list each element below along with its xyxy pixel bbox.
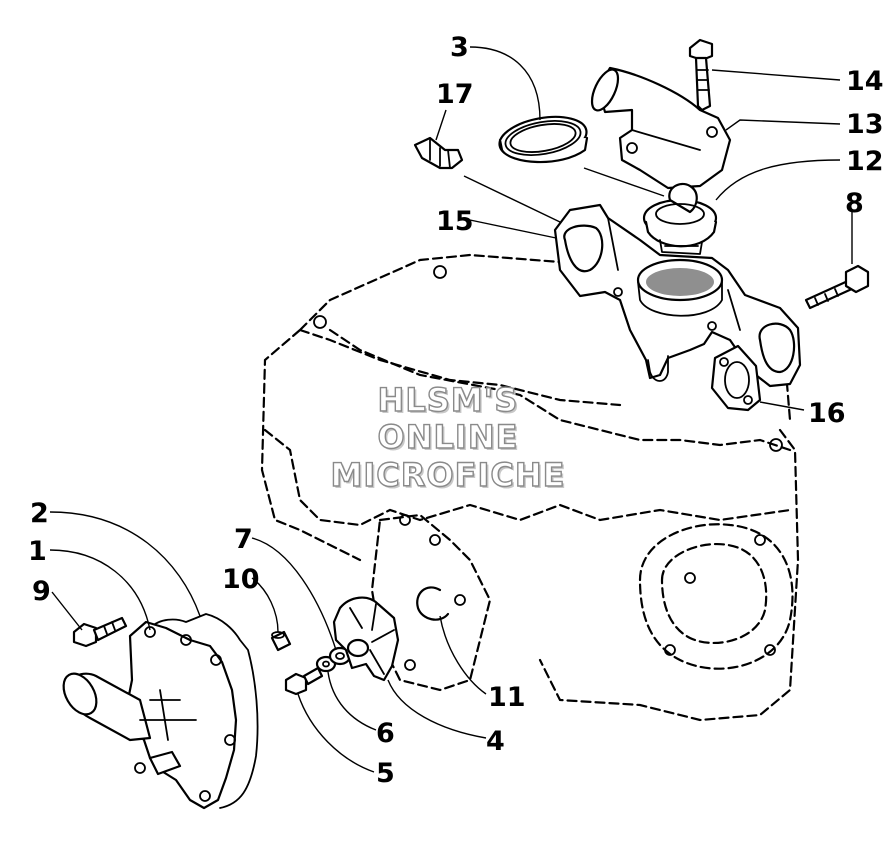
callout-7: 7 xyxy=(234,524,253,555)
part-4-impeller xyxy=(332,596,400,682)
watermark: HLSM'S HLSM'S ONLINE ONLINE MICROFICHE M… xyxy=(330,380,568,496)
watermark-line-2-shadow: ONLINE xyxy=(380,420,521,458)
watermark-line-3: MICROFICHE xyxy=(331,456,566,494)
part-13-housing-elbow xyxy=(590,66,732,190)
part-2-gasket xyxy=(149,613,259,809)
callout-6: 6 xyxy=(376,718,395,749)
callout-4: 4 xyxy=(486,726,505,757)
part-1-pump-cover xyxy=(62,620,238,810)
callout-5: 5 xyxy=(376,758,395,789)
callout-10: 10 xyxy=(222,564,260,595)
part-10-dowel xyxy=(270,630,292,652)
callout-17: 17 xyxy=(436,79,474,110)
leader-10 xyxy=(251,577,279,633)
leader-11 xyxy=(439,615,487,695)
callout-9: 9 xyxy=(32,576,51,607)
callout-16: 16 xyxy=(808,398,846,429)
leader-1 xyxy=(49,549,151,631)
leader-5 xyxy=(297,693,375,773)
watermark-line-3-shadow: MICROFICHE xyxy=(333,458,568,496)
part-17-plug xyxy=(413,136,464,170)
callout-3: 3 xyxy=(450,32,469,63)
leader-14 xyxy=(711,69,841,81)
leader-17-to-15 xyxy=(463,175,561,223)
leader-16 xyxy=(759,401,805,411)
leader-17 xyxy=(435,109,447,141)
leader-12 xyxy=(715,159,841,201)
part-16-gasket xyxy=(710,344,762,412)
leader-9 xyxy=(51,591,83,631)
callout-8: 8 xyxy=(845,188,864,219)
part-3-seal xyxy=(498,115,589,164)
watermark-line-1: HLSM'S xyxy=(378,381,519,419)
leader-7 xyxy=(251,537,337,651)
leader-3-to-12 xyxy=(583,167,665,197)
part-14-bolt xyxy=(688,38,714,112)
callout-12: 12 xyxy=(846,146,884,177)
callout-11: 11 xyxy=(488,682,526,713)
part-12-thermostat xyxy=(642,182,718,255)
callout-15: 15 xyxy=(436,206,474,237)
leader-13 xyxy=(725,119,841,131)
leader-2 xyxy=(49,511,201,617)
leader-3 xyxy=(469,46,541,121)
watermark-line-2: ONLINE xyxy=(378,418,519,456)
callout-2: 2 xyxy=(30,498,49,529)
part-11-circlip xyxy=(416,586,450,621)
callout-13: 13 xyxy=(846,109,884,140)
engine-block xyxy=(260,253,800,722)
leader-lines xyxy=(49,46,853,773)
leader-6 xyxy=(327,671,377,731)
leader-4 xyxy=(387,679,487,739)
part-8-bolt xyxy=(804,264,870,310)
callout-numbers: 3 17 14 13 12 8 15 16 2 1 9 7 10 11 6 4 … xyxy=(28,32,884,789)
part-15-manifold xyxy=(553,203,802,388)
part-9-bolt xyxy=(72,616,128,648)
watermark-line-1-shadow: HLSM'S xyxy=(380,383,521,421)
part-5-bolt xyxy=(284,666,324,696)
callout-1: 1 xyxy=(28,536,47,567)
leader-15 xyxy=(469,219,557,239)
callout-14: 14 xyxy=(846,66,884,97)
